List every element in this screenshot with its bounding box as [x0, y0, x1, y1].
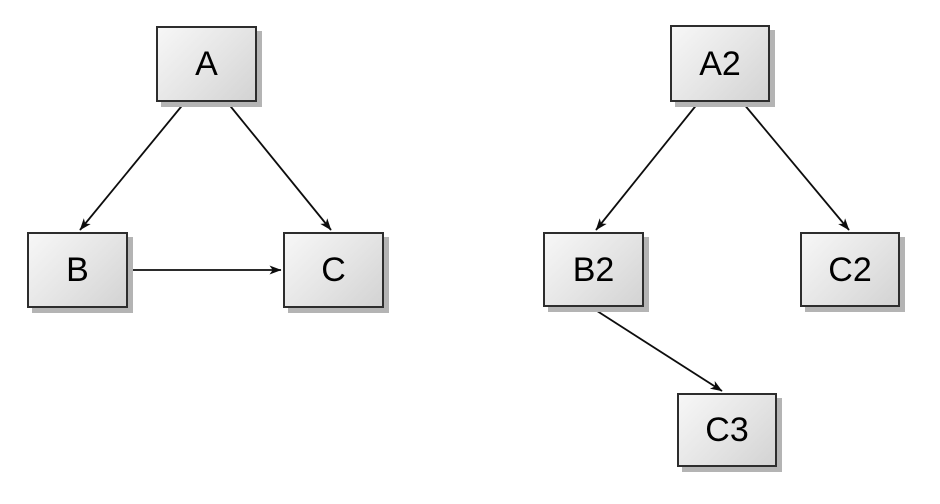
edges-group	[79, 101, 850, 392]
diagram-node-C2: C2	[800, 232, 900, 307]
node-label: C3	[705, 411, 749, 449]
edge-A2-C2	[742, 102, 850, 231]
edge-A-C	[226, 101, 332, 231]
node-label: C	[321, 251, 346, 289]
node-label: B	[66, 251, 89, 289]
node-label: A2	[699, 44, 741, 83]
diagram-node-A2: A2	[670, 25, 770, 102]
node-label: C2	[828, 250, 872, 289]
diagram-node-B: B	[27, 232, 128, 308]
node-label: B2	[572, 250, 615, 289]
node-label: A	[195, 45, 218, 83]
edge-A2-B2	[595, 102, 699, 231]
diagram-node-A: A	[156, 26, 257, 102]
edge-A-B	[79, 101, 186, 231]
diagram-node-C: C	[283, 232, 384, 308]
diagram-node-B2: B2	[543, 232, 644, 307]
edge-B2-C3	[593, 308, 723, 392]
diagram-node-C3: C3	[677, 393, 777, 467]
